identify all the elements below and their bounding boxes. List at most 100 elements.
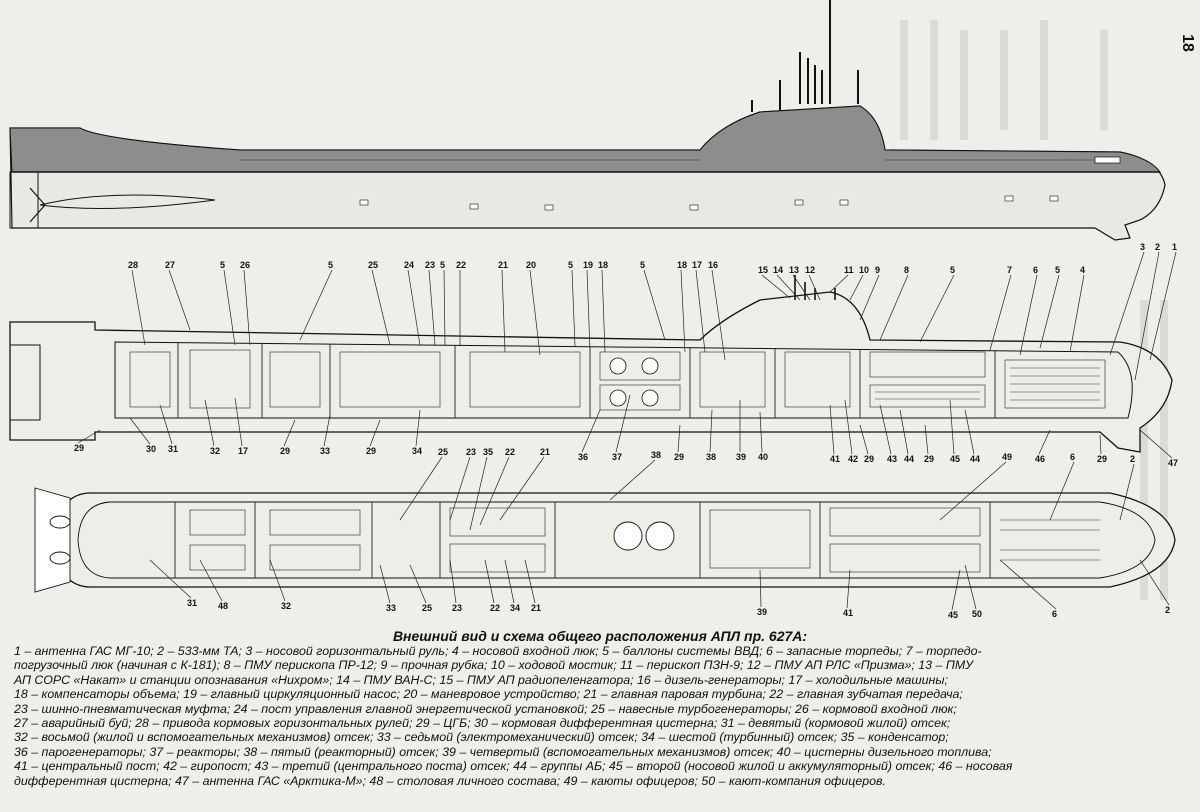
callout-leader-line <box>1019 274 1038 356</box>
callout-leader-line <box>999 559 1057 610</box>
callout-leader-line <box>449 456 471 521</box>
callout-leader-line <box>792 274 811 301</box>
callout-leader-line <box>504 559 515 604</box>
callout-number: 28 <box>128 260 138 270</box>
callout-number: 44 <box>904 454 914 464</box>
callout-number: 21 <box>498 260 508 270</box>
callout-leader-line <box>846 569 851 609</box>
callout-number: 13 <box>789 265 799 275</box>
callout-leader-line <box>571 269 576 347</box>
callout-number: 21 <box>531 603 541 613</box>
callout-leader-line <box>379 564 391 604</box>
longitudinal-section <box>9 275 1173 453</box>
callout-leader-line <box>484 559 495 604</box>
callout-leader-line <box>1039 274 1060 349</box>
callout-leader-line <box>601 269 606 353</box>
callout-number: 45 <box>950 454 960 464</box>
callout-number: 7 <box>1007 265 1012 275</box>
callout-leader-line <box>399 456 443 521</box>
callout-leader-line <box>234 397 243 447</box>
callout-leader-line <box>1119 463 1135 521</box>
callout-number: 11 <box>844 265 854 275</box>
callout-number: 32 <box>210 446 220 456</box>
callout-number: 29 <box>74 443 84 453</box>
callout-number: 26 <box>240 260 250 270</box>
callout-number: 29 <box>924 454 934 464</box>
callout-leader-line <box>479 456 510 526</box>
callout-leader-line <box>1069 274 1085 353</box>
callout-number: 25 <box>368 260 378 270</box>
callout-leader-line <box>524 559 536 604</box>
callout-number: 43 <box>887 454 897 464</box>
caption-block: Внешний вид и схема общего расположения … <box>0 628 1200 812</box>
callout-leader-line <box>1038 429 1051 455</box>
callout-leader-line <box>129 417 151 445</box>
callout-number: 27 <box>165 260 175 270</box>
caption-line: АП СОРС «Накат» и станции опознавания «Н… <box>14 672 948 687</box>
caption-line: 27 – аварийный буй; 28 – привода кормовы… <box>14 716 951 731</box>
callout-number: 29 <box>864 454 874 464</box>
callout-number: 5 <box>440 260 445 270</box>
callout-number: 36 <box>578 452 588 462</box>
callout-leader-line <box>859 274 880 321</box>
callout-number: 38 <box>651 450 661 460</box>
callout-number: 29 <box>280 446 290 456</box>
callout-number: 46 <box>1035 454 1045 464</box>
callout-number: 23 <box>466 447 476 457</box>
callout-leader-line <box>844 399 853 455</box>
callout-number: 5 <box>568 260 573 270</box>
callout-number: 38 <box>706 452 716 462</box>
callout-number: 10 <box>859 265 869 275</box>
callout-number: 41 <box>830 454 840 464</box>
callout-leader-line <box>407 269 421 346</box>
callout-leader-line <box>939 461 1007 521</box>
callout-number: 6 <box>1033 265 1038 275</box>
page-number: 18 <box>1178 34 1196 52</box>
caption-line: 1 – антенна ГАС МГ-10; 2 – 533-мм ТА; 3 … <box>14 644 982 658</box>
callout-leader-line <box>879 404 892 455</box>
callout-number: 18 <box>598 260 608 270</box>
caption-line: 32 – восьмой (жилой и вспомогательных ме… <box>14 730 949 745</box>
callout-number: 9 <box>875 265 880 275</box>
callout-number: 3 <box>1140 242 1145 252</box>
callout-leader-line <box>829 274 849 293</box>
callout-number: 47 <box>1168 458 1178 468</box>
callout-leader-line <box>609 459 656 501</box>
callout-leader-line <box>759 411 763 453</box>
callout-number: 5 <box>328 260 333 270</box>
callout-number: 5 <box>1055 265 1060 275</box>
callout-number: 35 <box>483 447 493 457</box>
callout-leader-line <box>643 269 666 341</box>
callout-number: 41 <box>843 608 853 618</box>
callout-leader-line <box>269 559 286 602</box>
callout-number: 25 <box>438 447 448 457</box>
callout-leader-line <box>409 564 427 604</box>
callout-number: 18 <box>677 260 687 270</box>
callout-number: 29 <box>366 446 376 456</box>
callout-number: 39 <box>736 452 746 462</box>
callout-leader-line <box>469 456 488 531</box>
caption-line: 18 – компенсаторы объема; 19 – главный ц… <box>14 687 963 702</box>
callout-number: 2 <box>1165 605 1170 615</box>
callout-number: 12 <box>805 265 815 275</box>
callout-number: 34 <box>510 603 520 613</box>
callout-leader-line <box>1109 251 1145 356</box>
callout-number: 1 <box>1172 242 1177 252</box>
callout-leader-line <box>711 269 726 361</box>
callout-number: 32 <box>281 601 291 611</box>
callout-number: 17 <box>238 446 248 456</box>
callout-number: 33 <box>386 603 396 613</box>
callout-number: 5 <box>640 260 645 270</box>
callout-leader-line <box>989 274 1012 351</box>
callout-leader-line <box>695 269 706 353</box>
callout-leader-line <box>168 269 191 331</box>
callout-number: 29 <box>674 452 684 462</box>
callout-leader-line <box>415 409 421 447</box>
callout-leader-line <box>199 559 223 602</box>
callout-number: 44 <box>970 454 980 464</box>
callout-number: 45 <box>948 610 958 620</box>
callout-leader-line <box>77 429 101 444</box>
callout-leader-line <box>919 274 955 343</box>
